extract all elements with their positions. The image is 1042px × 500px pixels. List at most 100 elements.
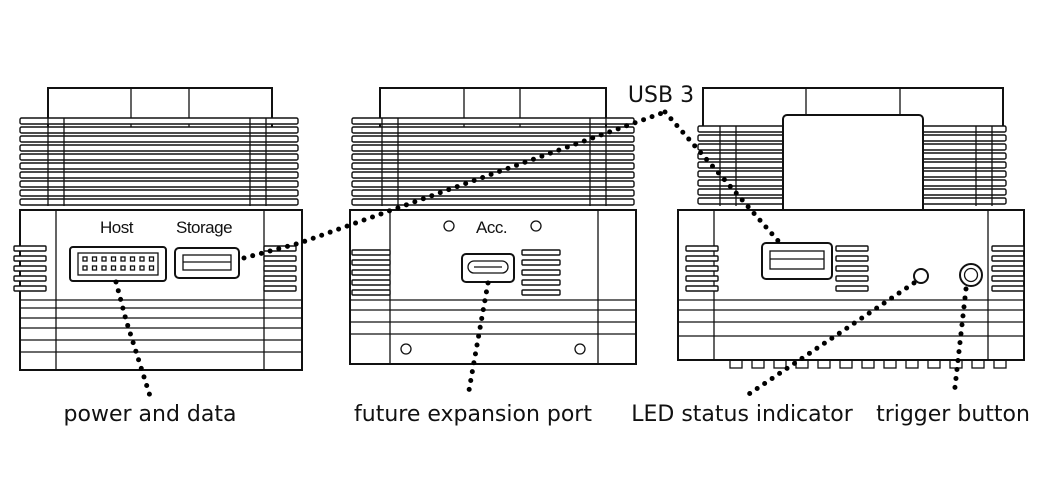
vent-slot [13,255,47,262]
cooling-fins [19,117,299,206]
callout-power-and-data: power and data [64,402,237,427]
vent-slot [521,279,561,286]
vent-slot [685,245,719,252]
usb-c-port-icon [461,253,515,283]
connector-pin [148,256,155,262]
vent-slot [351,289,391,296]
vent-slot [521,249,561,256]
fin [19,189,299,197]
connector-pin [139,265,145,271]
fin [351,180,635,188]
vent-slot [13,265,47,272]
vent-slot [351,269,391,276]
vent-slot [685,265,719,272]
vent-slot [835,285,869,292]
cooling-fins [351,117,635,206]
side-vents [13,245,297,292]
fin [351,117,635,125]
connector-pin [82,256,88,262]
callout-future-expansion-port: future expansion port [354,402,592,427]
leader-usb3-left [241,109,668,261]
screw-icon [574,343,586,355]
fin [19,180,299,188]
fin [19,153,299,161]
body-grooves [20,299,302,353]
port-panel [389,209,599,365]
foot [817,359,831,369]
leader-led-status [743,280,917,399]
foot [883,359,897,369]
camera-view-right [677,87,1025,369]
screw-icon [530,220,542,232]
trigger-button-icon[interactable] [959,263,983,287]
vent-slot [685,255,719,262]
fin [19,162,299,170]
connector-pin [129,256,136,262]
foot [729,359,743,369]
connector-pin [120,265,126,271]
connector-pin [129,265,136,271]
fin [351,189,635,197]
vent-slot [991,245,1025,252]
fin [351,135,635,143]
connector-pin [110,265,117,271]
connector-pin [82,265,88,271]
fin [351,198,635,206]
leader-lines [113,109,969,399]
host-connector-icon [69,246,167,282]
leader-power-and-data [113,279,153,399]
foot [905,359,919,369]
foot [993,359,1007,369]
callout-usb3: USB 3 [628,83,694,108]
foot [927,359,941,369]
vent-slot [521,289,561,296]
vent-slot [991,285,1025,292]
vent-slot [263,275,297,282]
side-vents [351,249,561,296]
vent-slot [835,255,869,262]
vent-slot [263,265,297,272]
vent-slot [13,285,47,292]
foot [861,359,875,369]
leader-trigger [951,286,969,399]
body-grooves [350,299,636,335]
foot [751,359,765,369]
lens-mount [782,114,924,214]
fin [19,198,299,206]
leader-future-expansion [465,280,491,399]
connector-pin [148,265,155,271]
callout-trigger-button: trigger button [876,402,1030,427]
usb-a-port-icon [174,247,240,279]
fin [19,117,299,125]
vent-slot [991,255,1025,262]
vent-slot [521,259,561,266]
camera-view-middle: Acc. [349,87,637,365]
callout-led-status-indicator: LED status indicator [631,402,853,427]
connector-pin [91,265,98,271]
connector-pin [91,256,98,262]
connector-pin [101,265,107,271]
vent-slot [351,259,391,266]
vent-slot [263,285,297,292]
screw-icon [400,343,412,355]
host-port-label: Host [100,218,134,237]
led-icon [913,268,929,284]
foot [839,359,853,369]
fin [351,153,635,161]
leader-usb3-right [662,109,783,246]
connector-pin [101,256,107,262]
connector-pin [139,256,145,262]
usb-a-port-icon [761,242,833,280]
camera-view-left: Host Storage [13,87,303,371]
accessory-port-label: Acc. [476,218,507,237]
storage-port-label: Storage [176,218,232,237]
vent-slot [263,255,297,262]
vent-slot [13,275,47,282]
vent-slot [685,275,719,282]
vent-slot [991,275,1025,282]
vent-slot [835,275,869,282]
vent-slot [351,279,391,286]
camera-body [349,209,637,365]
fin [351,144,635,152]
